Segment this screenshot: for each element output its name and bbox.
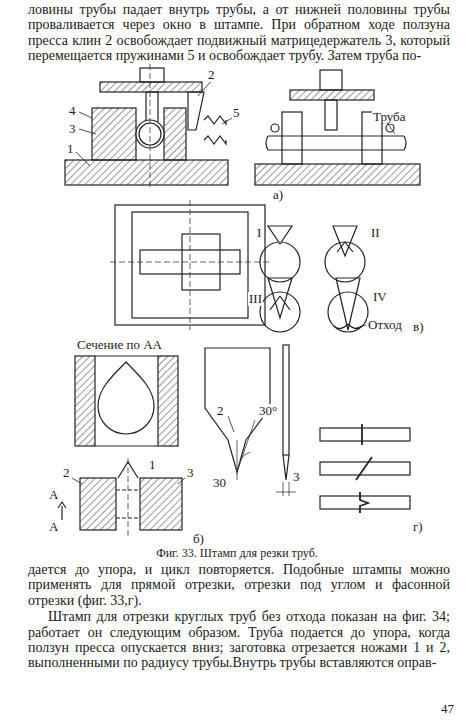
drawing-stroke: [65, 160, 228, 185]
drawing-stroke: [268, 135, 404, 136]
drawing-stroke: [95, 355, 158, 356]
drawing-stroke: [150, 64, 151, 190]
figure-letter: а): [272, 188, 284, 202]
drawing-stroke: [283, 345, 289, 455]
cutting-stages-v: [260, 226, 368, 332]
section-mark: А: [48, 488, 59, 502]
drawing-stroke: [268, 278, 292, 318]
drawing-stroke: [190, 200, 191, 330]
drawing-stroke: [222, 118, 232, 124]
drawing-stroke: [128, 458, 129, 538]
drawing-stroke: [58, 502, 66, 508]
body-text: дается до упора, и цикл повторяется. Под…: [28, 562, 450, 608]
figure-letter: в): [412, 320, 424, 334]
drawing-stroke: [140, 478, 182, 530]
drawing-stroke: [260, 292, 300, 332]
figure-letter: г): [412, 520, 424, 534]
drawing-stroke: [325, 242, 365, 282]
drawing-stroke: [290, 90, 374, 100]
drawing-stroke: [110, 262, 270, 263]
stage-number: II: [370, 226, 381, 240]
drawing-stroke: [255, 164, 420, 185]
drawing-stroke: [178, 478, 185, 484]
drawing-stroke: [356, 457, 372, 480]
drawing-stroke: [268, 226, 292, 244]
drawing-stroke: [268, 149, 404, 150]
dimension: 3: [292, 470, 301, 484]
drawing-stroke: [325, 100, 337, 130]
drawing-stroke: [328, 292, 368, 332]
drawing-stroke: [136, 120, 164, 148]
callout-number: 3: [186, 466, 195, 480]
callout-number: 2: [216, 404, 225, 418]
drawing-stroke: [92, 108, 136, 160]
drawing-stroke: [270, 296, 290, 310]
drawing-stroke: [72, 478, 82, 484]
section-mark: А: [48, 520, 59, 534]
drawing-stroke: [75, 356, 95, 446]
drawing-stroke: [360, 492, 368, 513]
drawing-stroke: [237, 440, 238, 480]
drawing-stroke: [80, 478, 116, 530]
drawing-stroke: [164, 108, 186, 160]
drawing-stroke: [282, 112, 302, 164]
drawing-stroke: [320, 428, 410, 441]
drawing-stroke: [95, 445, 158, 446]
drawing-stroke: [336, 278, 360, 330]
drawing-stroke: [260, 242, 300, 282]
drawing-stroke: [140, 68, 164, 82]
drawing-stroke: [289, 482, 290, 496]
die-section-a: [65, 64, 420, 330]
pipe-cuts-g: [320, 424, 410, 513]
drawing-stroke: [188, 92, 204, 130]
drawing-stroke: [61, 506, 62, 520]
drawing-stroke: [98, 362, 154, 434]
drawing-stroke: [283, 482, 284, 496]
drawing-stroke: [283, 455, 289, 480]
drawing-stroke: [79, 112, 92, 118]
drawing-stroke: [320, 70, 342, 90]
drawing-stroke: [361, 424, 363, 445]
callout-number: 1: [148, 458, 157, 472]
knife-detail-b: [58, 345, 296, 538]
drawing-stroke: [276, 492, 296, 493]
drawing-stroke: [337, 242, 353, 252]
figure-letter: б): [192, 532, 205, 546]
callout-number: 3: [68, 122, 77, 136]
body-text: Штамп для отрезки круглых труб без отход…: [28, 609, 450, 671]
drawing-stroke: [228, 416, 234, 432]
figure-caption: Фиг. 33. Штамп для резки труб.: [0, 546, 474, 560]
callout-number: 2: [62, 466, 71, 480]
callout-number: 2: [207, 68, 216, 82]
stage-number: I: [256, 226, 262, 240]
drawing-stroke: [79, 129, 96, 134]
drawing-stroke: [158, 356, 178, 446]
callout-number: 4: [68, 104, 77, 118]
dimension: 30°: [258, 404, 278, 418]
drawing-stroke: [266, 136, 406, 150]
part-label: Отход: [367, 318, 403, 332]
drawing-stroke: [204, 116, 226, 124]
drawing-stroke: [333, 226, 357, 256]
stage-number: III: [248, 292, 263, 306]
drawing-stroke: [388, 124, 395, 134]
callout-number: 1: [66, 142, 75, 156]
stage-number: IV: [372, 290, 388, 304]
section-label: Сечение по АА: [76, 338, 163, 352]
drawing-stroke: [76, 152, 90, 166]
callout-number: 5: [232, 106, 241, 120]
part-label: Труба: [372, 110, 407, 124]
drawing-stroke: [100, 82, 202, 92]
dimension: 30: [212, 476, 227, 490]
drawing-stroke: [237, 420, 255, 472]
body-text: ловины трубы падает внутрь трубы, а от н…: [28, 2, 450, 64]
drawing-stroke: [356, 325, 366, 328]
drawing-stroke: [271, 124, 279, 132]
page-number: 47: [440, 702, 455, 716]
drawing-stroke: [204, 136, 226, 144]
drawing-stroke: [240, 452, 250, 460]
drawing-stroke: [334, 324, 362, 329]
